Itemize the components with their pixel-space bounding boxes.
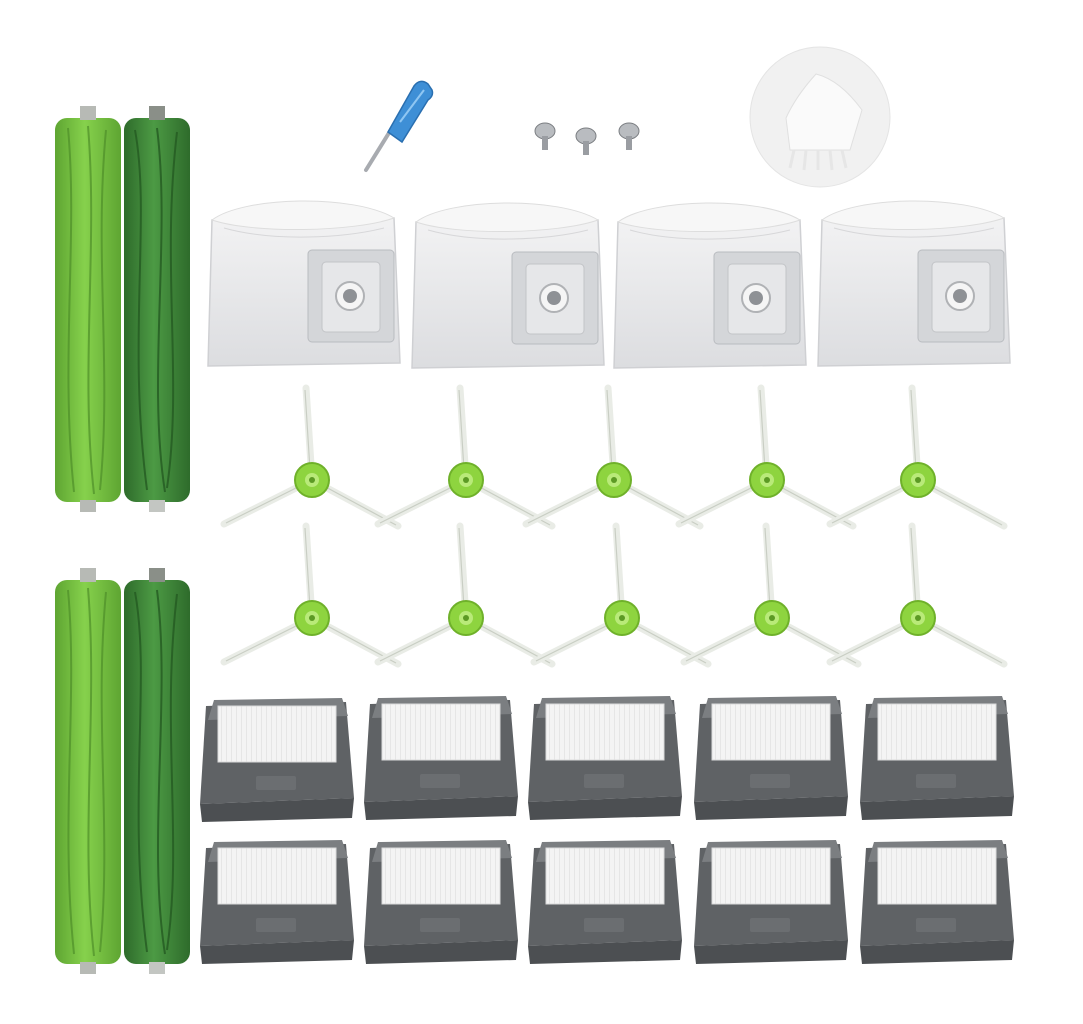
main-roller-dark-1: [123, 105, 191, 513]
main-roller-light-1: [54, 105, 122, 513]
screw-1: [534, 122, 556, 150]
main-roller-light-2: [54, 567, 122, 975]
hepa-filter-4: [693, 695, 849, 821]
hepa-filter-1: [199, 697, 355, 823]
main-roller-dark-2: [123, 567, 191, 975]
hepa-filter-2: [363, 695, 519, 821]
screw-2: [575, 127, 597, 155]
dust-bag-4: [817, 199, 1011, 367]
hepa-filter-6: [199, 839, 355, 965]
dust-bag-1: [207, 199, 401, 367]
hepa-filter-10: [859, 839, 1015, 965]
hepa-filter-5: [859, 695, 1015, 821]
cleaning-brush-tool: [749, 46, 891, 188]
hepa-filter-8: [527, 839, 683, 965]
screw-3: [618, 122, 640, 150]
dust-bag-2: [411, 201, 605, 369]
hepa-filter-7: [363, 839, 519, 965]
hepa-filter-3: [527, 695, 683, 821]
dust-bag-3: [613, 201, 807, 369]
hepa-filter-9: [693, 839, 849, 965]
screwdriver: [364, 80, 434, 172]
